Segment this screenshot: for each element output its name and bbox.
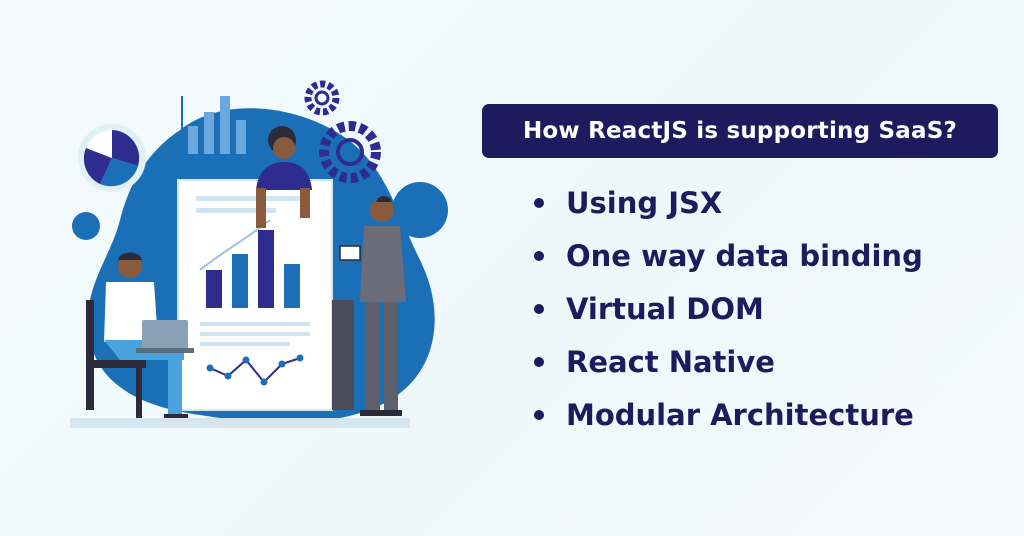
decor-circle bbox=[392, 182, 448, 238]
bullet-icon bbox=[534, 356, 544, 367]
bullet-icon bbox=[534, 197, 544, 208]
bullet-icon bbox=[534, 409, 544, 420]
page-title: How ReactJS is supporting SaaS? bbox=[522, 118, 958, 144]
list-item: Using JSX bbox=[534, 176, 923, 229]
list-item-label: Virtual DOM bbox=[566, 291, 764, 326]
list-item: React Native bbox=[534, 335, 923, 388]
pie-chart-icon bbox=[78, 124, 146, 192]
standing-man-figure bbox=[339, 196, 406, 416]
list-item: Virtual DOM bbox=[534, 282, 923, 335]
gear-icon bbox=[319, 121, 381, 183]
side-panel bbox=[332, 300, 354, 410]
report-board bbox=[177, 179, 333, 411]
bar-chart-icon bbox=[181, 96, 250, 155]
list-item-label: Modular Architecture bbox=[566, 397, 914, 432]
list-item-label: Using JSX bbox=[566, 185, 723, 220]
feature-list: Using JSX One way data binding Virtual D… bbox=[534, 176, 923, 441]
seated-man-figure bbox=[86, 252, 194, 420]
bullet-icon bbox=[534, 250, 544, 261]
woman-figure bbox=[256, 126, 312, 228]
gear-icon bbox=[304, 80, 340, 116]
list-item: Modular Architecture bbox=[534, 388, 923, 441]
list-item: One way data binding bbox=[534, 229, 923, 282]
floor-base bbox=[70, 418, 410, 428]
list-item-label: React Native bbox=[566, 344, 775, 379]
decor-circle bbox=[72, 212, 100, 240]
bullet-icon bbox=[534, 303, 544, 314]
title-badge: How ReactJS is supporting SaaS? bbox=[482, 104, 998, 158]
list-item-label: One way data binding bbox=[566, 238, 923, 273]
data-analysis-illustration bbox=[70, 80, 448, 428]
